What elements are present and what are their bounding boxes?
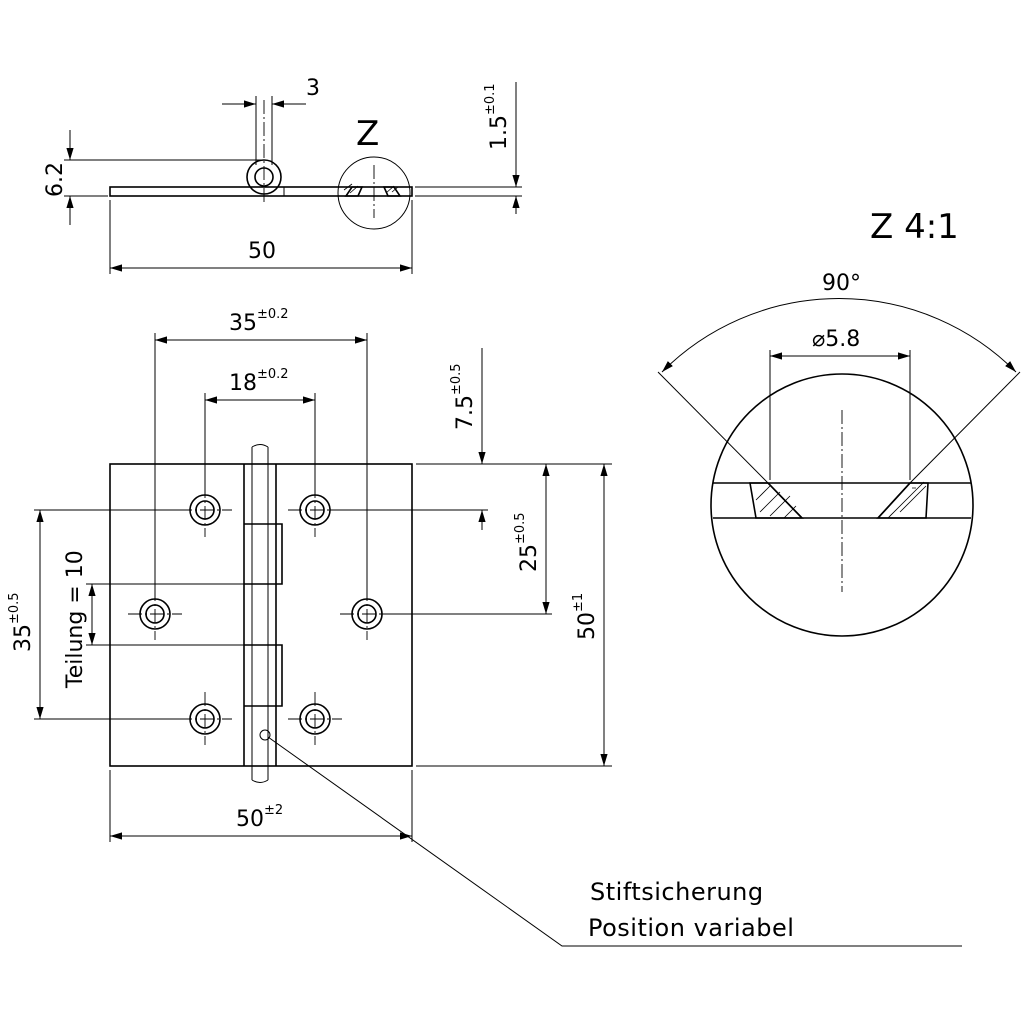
front-dim-height: 50±1 — [571, 593, 600, 640]
detail-title: Z 4:1 — [870, 207, 959, 247]
side-dim-thickness: 1.5±0.1 — [483, 83, 512, 150]
front-dim-inner-holes: 18±0.2 — [229, 367, 289, 396]
detail-z-marker — [337, 156, 411, 230]
countersink-right — [876, 482, 929, 519]
detail-angle: 90° — [822, 271, 861, 296]
side-view: 3 6.2 1.5±0.1 50 Z — [43, 76, 522, 274]
detail-diameter: ⌀5.8 — [812, 327, 860, 352]
detail-circle — [710, 373, 974, 637]
front-dim-outer-holes: 35±0.2 — [229, 307, 289, 336]
side-dim-pin: 3 — [306, 76, 320, 101]
detail-z-label: Z — [356, 114, 379, 154]
note-line-1: Stiftsicherung — [590, 878, 764, 906]
note-line-2: Position variabel — [588, 914, 794, 942]
screw-hole — [288, 692, 342, 745]
note-leader — [267, 736, 962, 947]
detail-view: Z 4:1 ⌀5.8 90° — [657, 207, 1021, 637]
front-view: 35±0.2 18±0.2 7.5±0.5 25±0.5 50±1 — [7, 307, 962, 947]
note: Stiftsicherung Position variabel — [588, 878, 794, 942]
pitch-label: Teilung = 10 — [63, 550, 88, 689]
front-dim-top-offset: 7.5±0.5 — [449, 363, 478, 430]
side-leaf — [109, 186, 413, 197]
front-dim-width: 50±2 — [236, 803, 283, 832]
side-dim-height: 6.2 — [43, 162, 68, 197]
pin-lock — [259, 729, 271, 741]
side-dim-width: 50 — [248, 239, 276, 264]
hinge-outline — [109, 463, 413, 767]
front-dim-mid-offset: 25±0.5 — [513, 512, 542, 572]
countersink-left — [749, 482, 804, 519]
front-dim-left-holes: 35±0.5 — [7, 592, 36, 652]
